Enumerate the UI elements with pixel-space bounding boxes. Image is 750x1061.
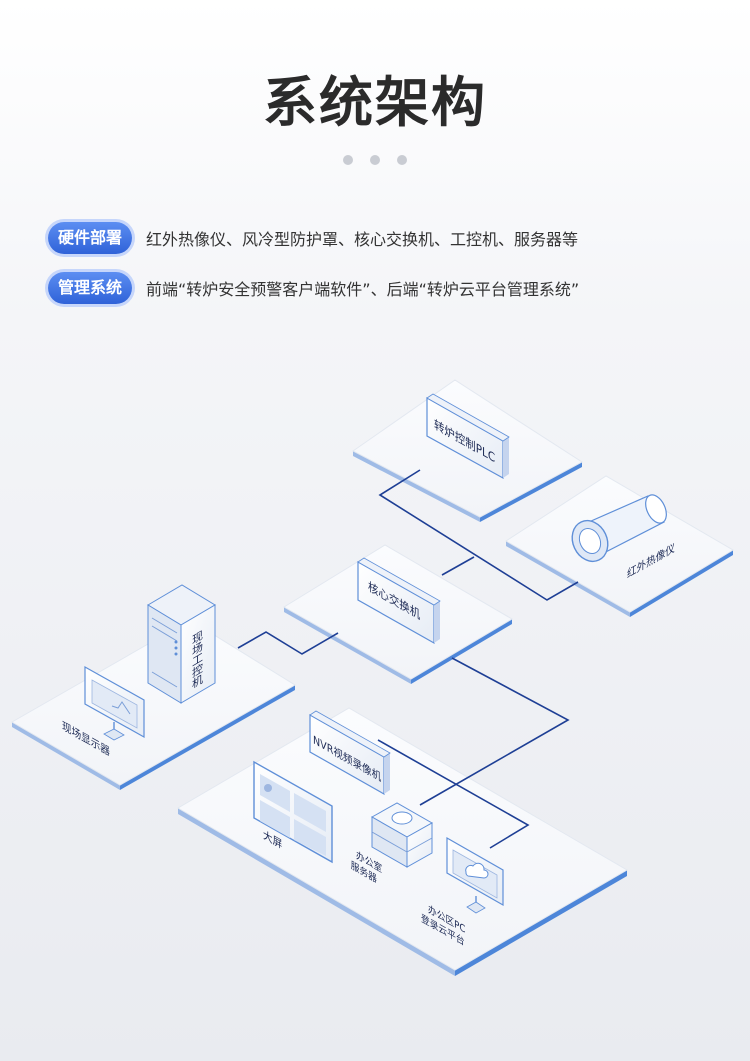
hardware-badge: 硬件部署 — [48, 222, 133, 254]
dot — [397, 155, 408, 165]
cloud-icon — [465, 862, 489, 879]
info-row-software: 管理系统 前端“转炉安全预警客户端软件”、后端“转炉云平台管理系统” — [48, 270, 579, 306]
big-screen: 大屏 — [253, 760, 333, 864]
divider-dots — [0, 150, 750, 169]
office-server: 办公室 服务器 — [351, 802, 434, 890]
link-ipc-switch — [237, 631, 339, 655]
plc-device: 转炉控制PLC — [426, 393, 510, 480]
link-switch-server — [419, 657, 570, 806]
page-title: 系统架构 — [263, 71, 487, 134]
dot — [370, 155, 380, 165]
ipc-label: 现场工控机 — [191, 628, 204, 691]
link-switch-up — [441, 556, 475, 576]
server-label: 办公室 服务器 — [351, 845, 385, 890]
dot — [342, 155, 353, 165]
core-switch: 核心交换机 — [357, 557, 441, 645]
software-text: 前端“转炉安全预警客户端软件”、后端“转炉云平台管理系统” — [146, 280, 580, 299]
link-plc-camera — [378, 469, 579, 601]
industrial-pc: 现场工控机 — [147, 584, 216, 704]
info-row-hardware: 硬件部署 红外热像仪、风冷型防护罩、核心交换机、工控机、服务器等 — [48, 220, 578, 256]
link-nvr-pc — [377, 739, 530, 849]
connection-lines — [237, 469, 579, 849]
software-badge: 管理系统 — [48, 272, 133, 304]
hardware-text: 红外热像仪、风冷型防护罩、核心交换机、工控机、服务器等 — [146, 230, 579, 249]
platform-field — [11, 619, 296, 790]
